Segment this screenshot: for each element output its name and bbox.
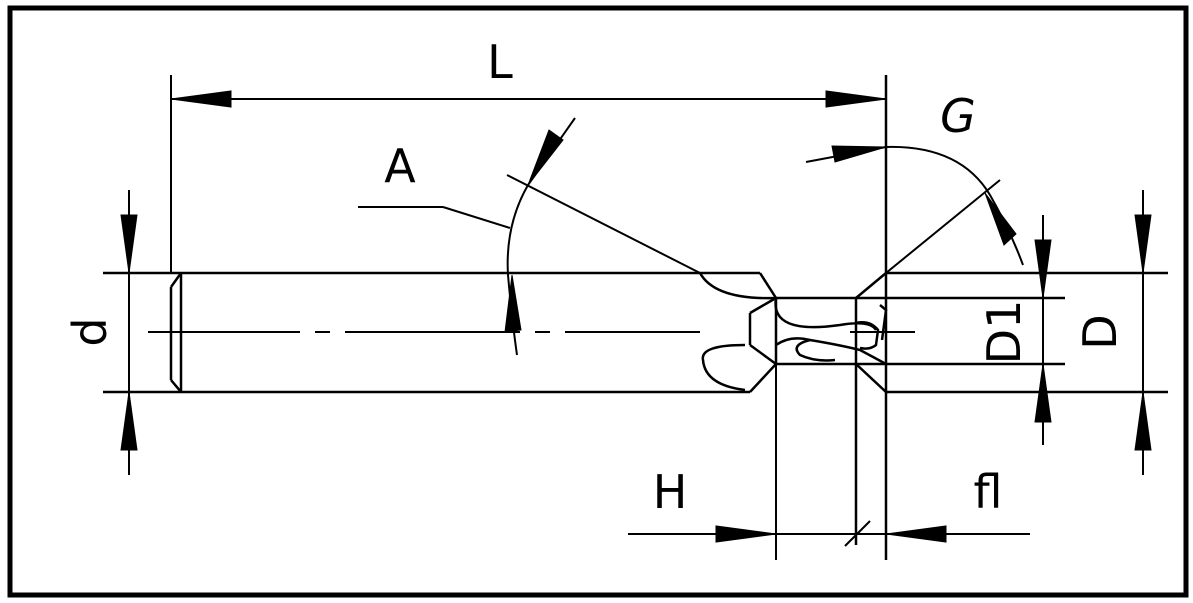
label-D: D bbox=[1073, 314, 1127, 349]
label-D1: D1 bbox=[977, 300, 1031, 365]
dimension-H-fl bbox=[628, 364, 1030, 560]
angle-G bbox=[805, 145, 1024, 274]
label-d: d bbox=[63, 317, 117, 346]
dimension-D1 bbox=[1034, 215, 1052, 445]
drawing-frame bbox=[7, 5, 1189, 598]
label-fl: fl bbox=[974, 465, 1003, 519]
cutting-head bbox=[854, 75, 1168, 560]
shank-body bbox=[103, 271, 760, 394]
dimension-d bbox=[120, 190, 138, 475]
label-H: H bbox=[653, 465, 688, 519]
label-L: L bbox=[487, 35, 513, 89]
label-A: A bbox=[384, 139, 416, 193]
dimension-L bbox=[170, 75, 887, 273]
label-G: G bbox=[940, 89, 976, 143]
dimension-D bbox=[1134, 190, 1152, 475]
neck-transition bbox=[698, 272, 887, 393]
angle-A bbox=[358, 117, 701, 356]
